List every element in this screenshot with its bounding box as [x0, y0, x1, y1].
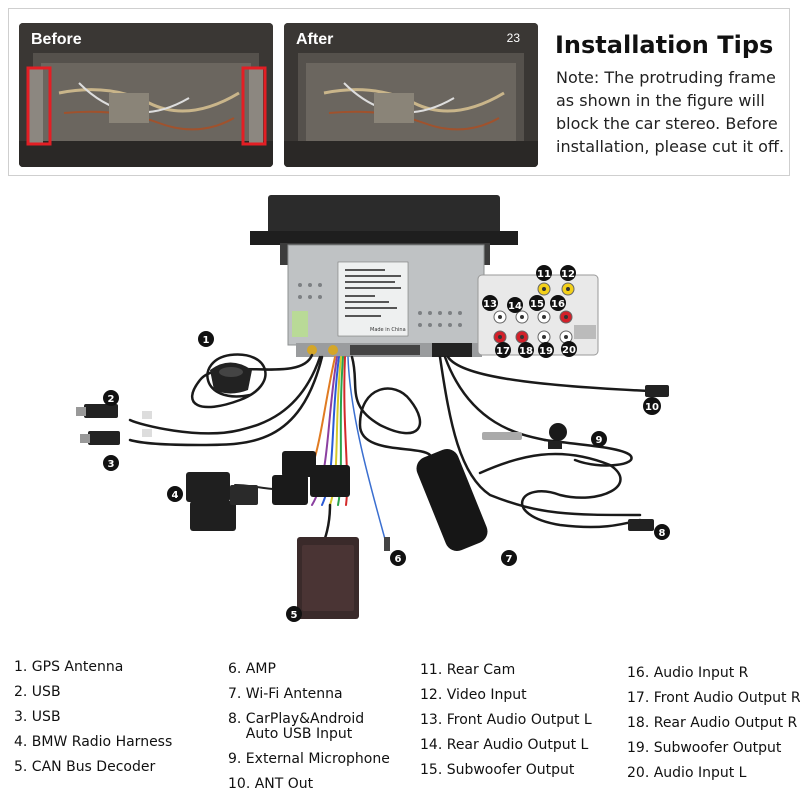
- before-label: Before: [31, 31, 82, 48]
- svg-text:1: 1: [203, 335, 210, 346]
- external-microphone: [482, 423, 567, 449]
- callout-10: 10: [643, 397, 661, 415]
- callout-17: 17: [495, 342, 511, 358]
- tips-note: Note: The protruding frame as shown in t…: [556, 68, 785, 156]
- callout-8: 8: [654, 524, 670, 540]
- callout-3: 3: [103, 455, 119, 471]
- legend-item-18: 18. Rear Audio Output R: [627, 715, 798, 731]
- legend-item-1: 1. GPS Antenna: [14, 659, 124, 675]
- legend-item-4: 4. BMW Radio Harness: [14, 734, 173, 750]
- svg-text:8: 8: [659, 528, 666, 539]
- legend-item-9: 9. External Microphone: [228, 751, 390, 767]
- svg-text:12: 12: [561, 269, 575, 280]
- installation-tips-panel: Before After 23 Installation Tips Note: …: [8, 8, 790, 176]
- svg-text:6: 6: [395, 554, 402, 565]
- callout-6: 6: [390, 550, 406, 566]
- svg-text:17: 17: [496, 346, 510, 357]
- legend-column-1: 1. GPS Antenna 2. USB 3. USB 4. BMW Radi…: [14, 655, 172, 780]
- callout-15: 15: [529, 295, 545, 311]
- legend-item-17: 17. Front Audio Output R: [627, 690, 800, 706]
- sticker-made-in-china: Made in China: [370, 327, 406, 333]
- callout-12: 12: [560, 265, 576, 281]
- svg-text:4: 4: [172, 490, 179, 501]
- legend-item-16: 16. Audio Input R: [627, 665, 749, 681]
- legend-item-14: 14. Rear Audio Output L: [420, 737, 589, 753]
- wifi-antenna: [416, 449, 488, 551]
- callout-4: 4: [167, 486, 183, 502]
- svg-text:18: 18: [519, 346, 533, 357]
- legend-item-12: 12. Video Input: [420, 687, 527, 703]
- svg-text:9: 9: [596, 435, 603, 446]
- highlight-frame-right: [241, 66, 267, 146]
- legend-item-3: 3. USB: [14, 709, 61, 725]
- legend-item-5: 5. CAN Bus Decoder: [14, 759, 156, 775]
- ant-out: [645, 385, 669, 397]
- svg-text:3: 3: [108, 459, 115, 470]
- svg-text:5: 5: [291, 610, 298, 621]
- callout-7: 7: [501, 550, 517, 566]
- before-photo-image: [19, 23, 273, 167]
- callout-20: 20: [561, 341, 577, 357]
- tips-title: Installation Tips: [555, 31, 774, 59]
- legend-column-4: 16. Audio Input R 17. Front Audio Output…: [627, 661, 800, 786]
- legend-item-7: 7. Wi-Fi Antenna: [228, 686, 343, 702]
- after-photo-image: [284, 23, 538, 167]
- svg-text:20: 20: [562, 345, 576, 356]
- callout-2: 2: [103, 390, 119, 406]
- legend-item-19: 19. Subwoofer Output: [627, 740, 782, 756]
- legend-item-8: 8. CarPlay&Android Auto USB Input: [228, 711, 365, 742]
- after-photo: After 23: [284, 23, 538, 167]
- legend-item-15: 15. Subwoofer Output: [420, 762, 575, 778]
- before-photo: Before: [19, 23, 273, 167]
- legend-item-13: 13. Front Audio Output L: [420, 712, 592, 728]
- after-label: After: [296, 31, 334, 48]
- highlight-frame-left: [26, 66, 52, 146]
- usb-cables: [76, 404, 152, 445]
- stereo-wiring-diagram: Made in China: [76, 195, 670, 622]
- legend-item-20: 20. Audio Input L: [627, 765, 747, 781]
- callout-13: 13: [482, 295, 498, 311]
- svg-text:7: 7: [506, 554, 513, 565]
- callout-badges: 1 2 3 4 5 6 7 8 9 10 11 12 13 14 15 16 1…: [103, 265, 670, 622]
- callout-5: 5: [286, 606, 302, 622]
- legend-item-11: 11. Rear Cam: [420, 662, 516, 678]
- svg-text:11: 11: [537, 269, 551, 280]
- legend-item-2: 2. USB: [14, 684, 61, 700]
- svg-text:10: 10: [645, 402, 659, 413]
- bmw-radio-harness: [186, 451, 350, 531]
- photo-number: 23: [506, 31, 520, 45]
- head-unit: Made in China: [250, 195, 518, 357]
- svg-text:14: 14: [508, 301, 522, 312]
- amp-wire: [384, 537, 390, 551]
- legend-column-3: 11. Rear Cam 12. Video Input 13. Front A…: [420, 658, 592, 783]
- carplay-usb: [628, 519, 654, 531]
- svg-text:13: 13: [483, 299, 497, 310]
- callout-18: 18: [518, 342, 534, 358]
- svg-text:2: 2: [108, 394, 115, 405]
- av-connector-panel: [477, 274, 599, 356]
- gps-antenna: [210, 362, 252, 394]
- svg-text:16: 16: [551, 299, 565, 310]
- callout-1: 1: [198, 331, 214, 347]
- callout-16: 16: [550, 295, 566, 311]
- callout-11: 11: [536, 265, 552, 281]
- legend-item-10: 10. ANT Out: [228, 776, 314, 792]
- callout-14: 14: [507, 297, 523, 313]
- legend-column-2: 6. AMP 7. Wi-Fi Antenna 8. CarPlay&Andro…: [228, 657, 390, 797]
- svg-text:19: 19: [539, 346, 553, 357]
- svg-text:15: 15: [530, 299, 544, 310]
- legend-item-6: 6. AMP: [228, 661, 276, 677]
- callout-9: 9: [591, 431, 607, 447]
- can-bus-decoder: [297, 537, 359, 619]
- callout-19: 19: [538, 342, 554, 358]
